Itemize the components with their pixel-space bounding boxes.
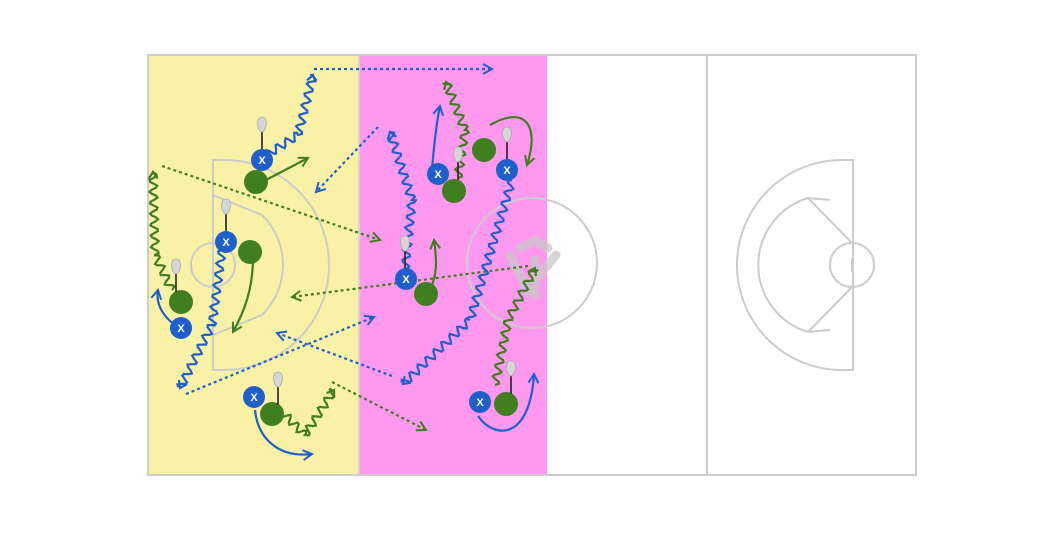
defense-player: X	[215, 231, 237, 253]
pass-line-green	[292, 264, 529, 297]
defense-player: X	[170, 317, 192, 339]
pass-line-blue	[316, 126, 379, 192]
dodge-arrow-head	[401, 375, 412, 386]
dodge-path-blue	[387, 130, 418, 282]
defense-player-label: X	[476, 397, 484, 409]
defense-player-label: X	[258, 155, 266, 167]
offense-player	[260, 402, 284, 426]
defense-player-label: X	[434, 169, 442, 181]
run-line-green	[265, 158, 308, 181]
dodge-path-green	[491, 268, 539, 387]
defense-player: X	[427, 163, 449, 185]
dodge-arrow-head	[386, 130, 398, 140]
dodge-path-blue	[261, 73, 318, 162]
defense-player: X	[395, 268, 417, 290]
dodge-arrow-head	[326, 388, 336, 399]
dodge-path-green	[147, 170, 176, 291]
run-line-green	[489, 116, 532, 165]
defense-player-label: X	[250, 392, 258, 404]
offense-player	[414, 282, 438, 306]
dodge-arrow-head	[306, 73, 317, 83]
defense-player: X	[496, 159, 518, 181]
defense-player-label: X	[402, 274, 410, 286]
dodge-path-green	[279, 387, 336, 437]
pass-line-blue	[185, 317, 374, 396]
run-line-green	[233, 261, 255, 332]
dodge-arrow-head	[177, 379, 188, 390]
run-line-blue	[430, 106, 440, 171]
defense-player: X	[243, 386, 265, 408]
defense-player: X	[251, 149, 273, 171]
offense-player	[472, 138, 496, 162]
run-line-blue	[477, 374, 534, 432]
pass-line-green	[161, 164, 380, 240]
offense-player	[494, 392, 518, 416]
offense-player	[238, 240, 262, 264]
run-line-blue	[253, 409, 312, 455]
dodge-arrow-head	[147, 170, 159, 180]
dodge-arrow-head	[527, 266, 538, 277]
defense-player-label: X	[177, 323, 185, 335]
dodge-path-blue	[400, 178, 516, 384]
defense-player-label: X	[222, 237, 230, 249]
field-lines	[147, 54, 917, 476]
offense-player	[442, 179, 466, 203]
defense-player-label: X	[503, 165, 511, 177]
offense-player	[169, 290, 193, 314]
dodge-path-blue	[175, 248, 227, 388]
offense-player	[244, 170, 268, 194]
defense-player: X	[469, 391, 491, 413]
run-line-green	[432, 240, 436, 286]
pass-line-blue	[277, 333, 393, 378]
dodge-arrow-head	[443, 80, 454, 91]
